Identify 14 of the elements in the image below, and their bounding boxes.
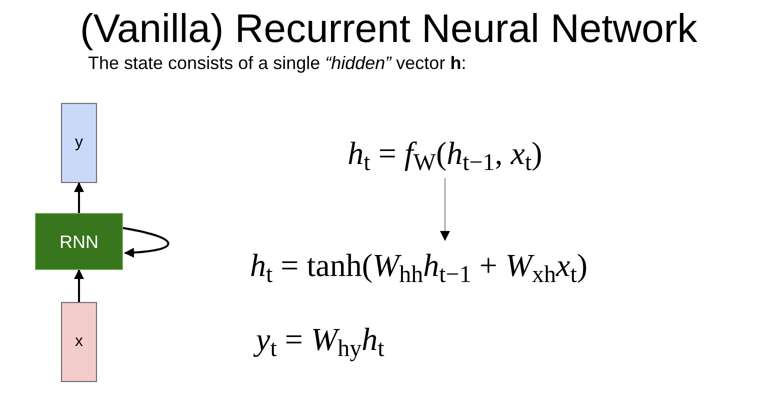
node-text: x bbox=[75, 332, 83, 352]
node-text: RNN bbox=[60, 230, 98, 254]
arrow bbox=[122, 227, 170, 258]
arrow bbox=[74, 269, 84, 302]
node-text: y bbox=[75, 133, 83, 153]
arrow bbox=[74, 182, 84, 213]
output-box bbox=[61, 103, 97, 183]
node-text: h$_{t}$ = f$_{W}$(h$_{t−1}$, x$_{t}$) bbox=[348, 134, 542, 177]
node-text: h$_{t}$ = tanh(W$_{hh}$h$_{t−1}$ + W$_{xh}$x$_{t}$) bbox=[250, 246, 588, 289]
title: (Vanilla) Recurrent Neural Network bbox=[80, 6, 698, 52]
input-box bbox=[61, 302, 97, 382]
subtitle: The state consists of a single “hidden” vector h: bbox=[88, 52, 466, 74]
rnn-box bbox=[35, 213, 123, 270]
arrow bbox=[440, 178, 450, 241]
